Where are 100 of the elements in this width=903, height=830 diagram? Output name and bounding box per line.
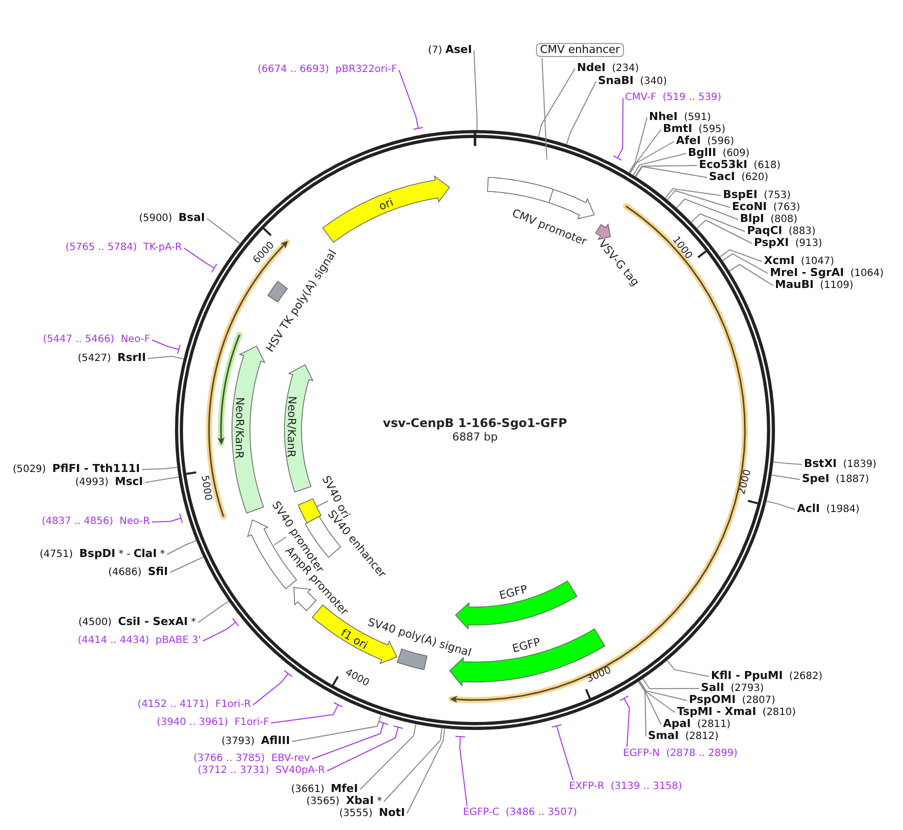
leader-line bbox=[360, 724, 416, 790]
primer-label: (3766 .. 3785) EBV-rev bbox=[194, 753, 310, 765]
restriction-site-label: NdeI (234) bbox=[577, 62, 639, 75]
leader-line bbox=[696, 220, 752, 244]
feature-label: NeoR/KanR bbox=[284, 396, 299, 458]
leader-line bbox=[252, 670, 292, 706]
leader-line bbox=[170, 556, 204, 573]
feature-label: EGFP bbox=[510, 636, 542, 656]
primer-label: (5765 .. 5784) TK-pA-R bbox=[65, 242, 182, 254]
leader-line bbox=[312, 721, 389, 760]
leader-line bbox=[184, 248, 218, 273]
restriction-site-label: Eco53kI (618) bbox=[699, 159, 781, 172]
primer-label: (3940 .. 3961) F1ori-F bbox=[156, 717, 269, 729]
scale-label: 2000 bbox=[736, 468, 754, 496]
restriction-site-label: (5900) BsaI bbox=[138, 212, 205, 225]
restriction-site-label: BmtI (595) bbox=[663, 123, 726, 136]
leader-line bbox=[316, 500, 328, 508]
gene-feature bbox=[455, 580, 578, 630]
leader-line bbox=[772, 462, 802, 465]
primer-label: EGFP-C (3486 .. 3507) bbox=[463, 807, 577, 819]
restriction-site-label: SalI (2793) bbox=[701, 682, 764, 695]
leader-line bbox=[166, 540, 197, 555]
restriction-site-label: PaqCI (883) bbox=[747, 225, 816, 238]
primer-label: (4152 .. 4171) F1ori-R bbox=[138, 699, 251, 711]
leader-line bbox=[206, 218, 240, 244]
restriction-site-label: BglII (609) bbox=[688, 147, 750, 160]
restriction-site-label: SnaBI (340) bbox=[598, 75, 667, 88]
leader-line bbox=[771, 474, 800, 480]
primer-label: (3712 .. 3731) SV40pA-R bbox=[198, 765, 325, 777]
leader-line bbox=[538, 68, 576, 138]
restriction-site-label: BspEI (753) bbox=[723, 189, 791, 202]
scale-label: 4000 bbox=[342, 667, 370, 690]
primer-label: (4837 .. 4856) Neo-R bbox=[42, 516, 150, 528]
leader-line bbox=[628, 117, 648, 174]
restriction-site-label: SmaI (2812) bbox=[648, 730, 719, 743]
restriction-site-label: (3661) MfeI bbox=[291, 783, 358, 796]
leader-line bbox=[638, 680, 662, 725]
leader-line bbox=[664, 188, 722, 199]
primer-label: (6674 .. 6693) pBR322ori-F bbox=[258, 64, 397, 76]
restriction-site-label: PspXI (913) bbox=[754, 237, 822, 250]
feature-label: CMV enhancer bbox=[536, 43, 624, 57]
leader-line bbox=[722, 253, 768, 274]
leader-line bbox=[202, 618, 240, 642]
restriction-site-label: XcmI (1047) bbox=[764, 255, 834, 268]
leader-line bbox=[326, 725, 404, 772]
primer-label: (4414 .. 4434) pBABE 3' bbox=[78, 635, 201, 647]
restriction-site-label: (4686) SfiI bbox=[108, 566, 168, 579]
leader-line bbox=[406, 728, 446, 814]
restriction-site-label: AclI (1984) bbox=[797, 503, 860, 516]
leader-line bbox=[634, 165, 698, 177]
leader-line bbox=[152, 340, 181, 355]
gene-feature bbox=[284, 364, 314, 493]
restriction-site-label: NheI (591) bbox=[649, 111, 711, 124]
restriction-site-label: ApaI (2811) bbox=[663, 718, 731, 731]
restriction-site-label: PspOMI (2807) bbox=[689, 694, 776, 707]
leader-line bbox=[719, 249, 762, 262]
leader-line bbox=[198, 600, 230, 623]
leader-line bbox=[619, 696, 630, 748]
leader-line bbox=[666, 660, 710, 677]
leader-line bbox=[612, 98, 624, 161]
primer-label: EXFP-R (3139 .. 3158) bbox=[569, 781, 682, 793]
leader-line bbox=[676, 198, 738, 220]
leader-line bbox=[474, 50, 478, 130]
restriction-site-label: SacI (620) bbox=[709, 171, 768, 184]
restriction-site-label: KflI - PpuMI (2682) bbox=[711, 670, 822, 683]
restriction-site-label: (5427) RsrII bbox=[78, 352, 146, 365]
restriction-site-label: (3793) AflIII bbox=[221, 735, 290, 748]
leader-line bbox=[274, 536, 286, 546]
restriction-site-label: (7) AseI bbox=[428, 44, 472, 57]
restriction-site-label: (4500) CsiI - SexAI* bbox=[78, 616, 196, 629]
feature-label: NeoR/KanR bbox=[232, 397, 246, 459]
restriction-site-label: (3565) XbaI* bbox=[306, 795, 382, 808]
restriction-site-label: EcoNI (763) bbox=[732, 201, 800, 214]
restriction-site-label: AfeI (596) bbox=[676, 135, 734, 148]
restriction-site-label: SpeI (1887) bbox=[802, 473, 869, 486]
leader-line bbox=[552, 724, 574, 780]
primer-label: (5447 .. 5466) Neo-F bbox=[42, 334, 150, 346]
feature-label: ori bbox=[377, 196, 396, 214]
leader-line bbox=[148, 356, 184, 360]
leader-line bbox=[630, 141, 674, 174]
scale-label: 3000 bbox=[585, 665, 613, 686]
restriction-site-label: (5029) PflFI - Tth111I bbox=[12, 463, 140, 476]
feature-label: EGFP bbox=[498, 582, 529, 602]
leader-line bbox=[666, 190, 730, 208]
leader-line bbox=[398, 70, 424, 130]
feature-box bbox=[366, 616, 473, 670]
feature-label: f1 ori bbox=[338, 626, 370, 652]
leader-line bbox=[566, 81, 596, 145]
leader-line bbox=[152, 513, 183, 524]
leader-line bbox=[639, 680, 688, 701]
leader-line bbox=[632, 153, 686, 176]
leader-line bbox=[142, 466, 178, 470]
leader-line bbox=[690, 213, 746, 232]
primer-label: CMV-F (519 .. 539) bbox=[625, 92, 722, 104]
restriction-site-label: (3555) NotI bbox=[339, 807, 405, 820]
restriction-site-label: MauBI (1109) bbox=[775, 279, 854, 292]
scale-label: 5000 bbox=[198, 474, 214, 502]
restriction-site-label: TspMI - XmaI (2810) bbox=[677, 706, 796, 719]
gene-feature bbox=[322, 175, 450, 243]
restriction-site-label: BlpI (808) bbox=[740, 213, 798, 226]
